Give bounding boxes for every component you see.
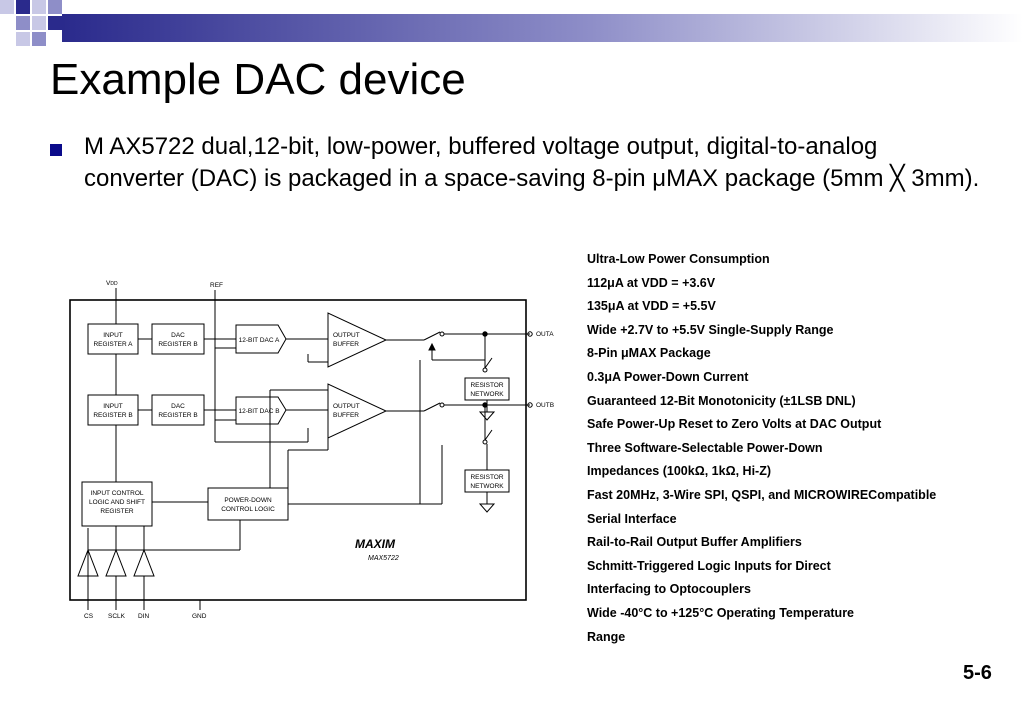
slide-number: 5-6 bbox=[963, 662, 992, 684]
feature-line: Wide -40°C to +125°C Operating Temperatu… bbox=[587, 605, 855, 620]
dac-a-label: 12-BIT DAC A bbox=[239, 337, 280, 344]
header-band bbox=[0, 0, 1023, 46]
buffer-b-line1: OUTPUT bbox=[333, 403, 360, 410]
buffer-b-line2: BUFFER bbox=[333, 412, 359, 419]
resistor-network-b-line2: NETWORK bbox=[470, 483, 504, 490]
feature-list: Ultra-Low Power Consumption 112μA at VDD… bbox=[587, 248, 936, 649]
gnd-label: GND bbox=[192, 613, 207, 620]
resistor-network-a-line1: RESISTOR bbox=[470, 382, 503, 389]
resistor-network-b-line1: RESISTOR bbox=[470, 474, 503, 481]
feature-line: 0.3μA Power-Down Current bbox=[587, 369, 749, 384]
input-register-b bbox=[87, 394, 139, 426]
input-register-b-line1: INPUT bbox=[103, 403, 123, 410]
slide-title: Example DAC device bbox=[50, 55, 466, 104]
power-down-block bbox=[207, 487, 289, 521]
outa-label: OUTA bbox=[536, 331, 554, 338]
dac-b-block bbox=[235, 396, 287, 425]
input-control-line2: LOGIC AND SHIFT bbox=[89, 499, 145, 506]
resistor-network-a-line2: NETWORK bbox=[470, 391, 504, 398]
feature-line: 8-Pin μMAX Package bbox=[587, 346, 711, 361]
input-control-line3: REGISTER bbox=[100, 508, 134, 515]
feature-line: Guaranteed 12-Bit Monotonicity (±1LSB DN… bbox=[587, 393, 856, 408]
part-number-label: MAX5722 bbox=[368, 555, 399, 562]
input-register-b-line2: REGISTER B bbox=[93, 412, 132, 419]
dac-register-b bbox=[151, 394, 205, 426]
input-register-a bbox=[87, 323, 139, 355]
header-squares-logo bbox=[0, 0, 62, 46]
feature-line: Interfacing to Optocouplers bbox=[587, 582, 751, 597]
feature-line: Schmitt-Triggered Logic Inputs for Direc… bbox=[587, 558, 831, 573]
dac-block-diagram: VDD REF OUTA OUTB GND CS SCLK DIN INPUT … bbox=[69, 280, 554, 620]
feature-line: Safe Power-Up Reset to Zero Volts at DAC… bbox=[587, 417, 882, 432]
maxim-logo: MAXIM bbox=[355, 537, 396, 551]
feature-line: Range bbox=[587, 629, 626, 644]
din-pin-label: DIN bbox=[138, 613, 150, 620]
dac-register-a-line1: DAC bbox=[171, 332, 185, 339]
chip-outline bbox=[69, 299, 527, 601]
feature-line: Impedances (100kΩ, 1kΩ, Hi-Z) bbox=[587, 464, 771, 479]
input-register-a-line1: INPUT bbox=[103, 332, 123, 339]
feature-line: Ultra-Low Power Consumption bbox=[587, 252, 770, 266]
bullet-square-icon bbox=[50, 144, 62, 156]
outb-label: OUTB bbox=[536, 402, 554, 409]
power-down-line1: POWER-DOWN bbox=[224, 497, 272, 504]
power-down-line2: CONTROL LOGIC bbox=[221, 506, 275, 513]
feature-line: 135μA at VDD = +5.5V bbox=[587, 299, 716, 314]
sclk-schmitt-buffer bbox=[105, 548, 127, 577]
feature-line: Serial Interface bbox=[587, 511, 677, 526]
output-buffer-b bbox=[327, 383, 388, 439]
buffer-a-line2: BUFFER bbox=[333, 341, 359, 348]
sclk-pin-label: SCLK bbox=[108, 613, 126, 620]
dac-register-a bbox=[151, 323, 205, 355]
feature-line: Rail-to-Rail Output Buffer Amplifiers bbox=[587, 535, 802, 550]
dac-register-a-line2: REGISTER B bbox=[158, 341, 197, 348]
input-register-a-line2: REGISTER A bbox=[93, 341, 133, 348]
buffer-a-line1: OUTPUT bbox=[333, 332, 360, 339]
input-control-block bbox=[81, 481, 153, 527]
bullet-paragraph: M AX5722 dual,12-bit, low-power, buffere… bbox=[84, 133, 980, 192]
feature-line: Fast 20MHz, 3-Wire SPI, QSPI, and MICROW… bbox=[587, 487, 937, 502]
output-buffer-a bbox=[327, 312, 388, 368]
din-schmitt-buffer bbox=[133, 548, 155, 577]
dac-b-label: 12-BIT DAC B bbox=[238, 408, 279, 415]
feature-line: 112μA at VDD = +3.6V bbox=[587, 275, 716, 290]
dac-a-block bbox=[235, 324, 287, 354]
vdd-label: VDD bbox=[106, 280, 118, 287]
cs-pin-label: CS bbox=[84, 613, 94, 620]
dac-register-b-line1: DAC bbox=[171, 403, 185, 410]
input-control-line1: INPUT CONTROL bbox=[91, 490, 144, 497]
feature-line: Three Software-Selectable Power-Down bbox=[587, 440, 823, 455]
feature-line: Wide +2.7V to +5.5V Single-Supply Range bbox=[587, 322, 834, 337]
dac-register-b-line2: REGISTER B bbox=[158, 412, 197, 419]
ref-label: REF bbox=[210, 282, 223, 289]
